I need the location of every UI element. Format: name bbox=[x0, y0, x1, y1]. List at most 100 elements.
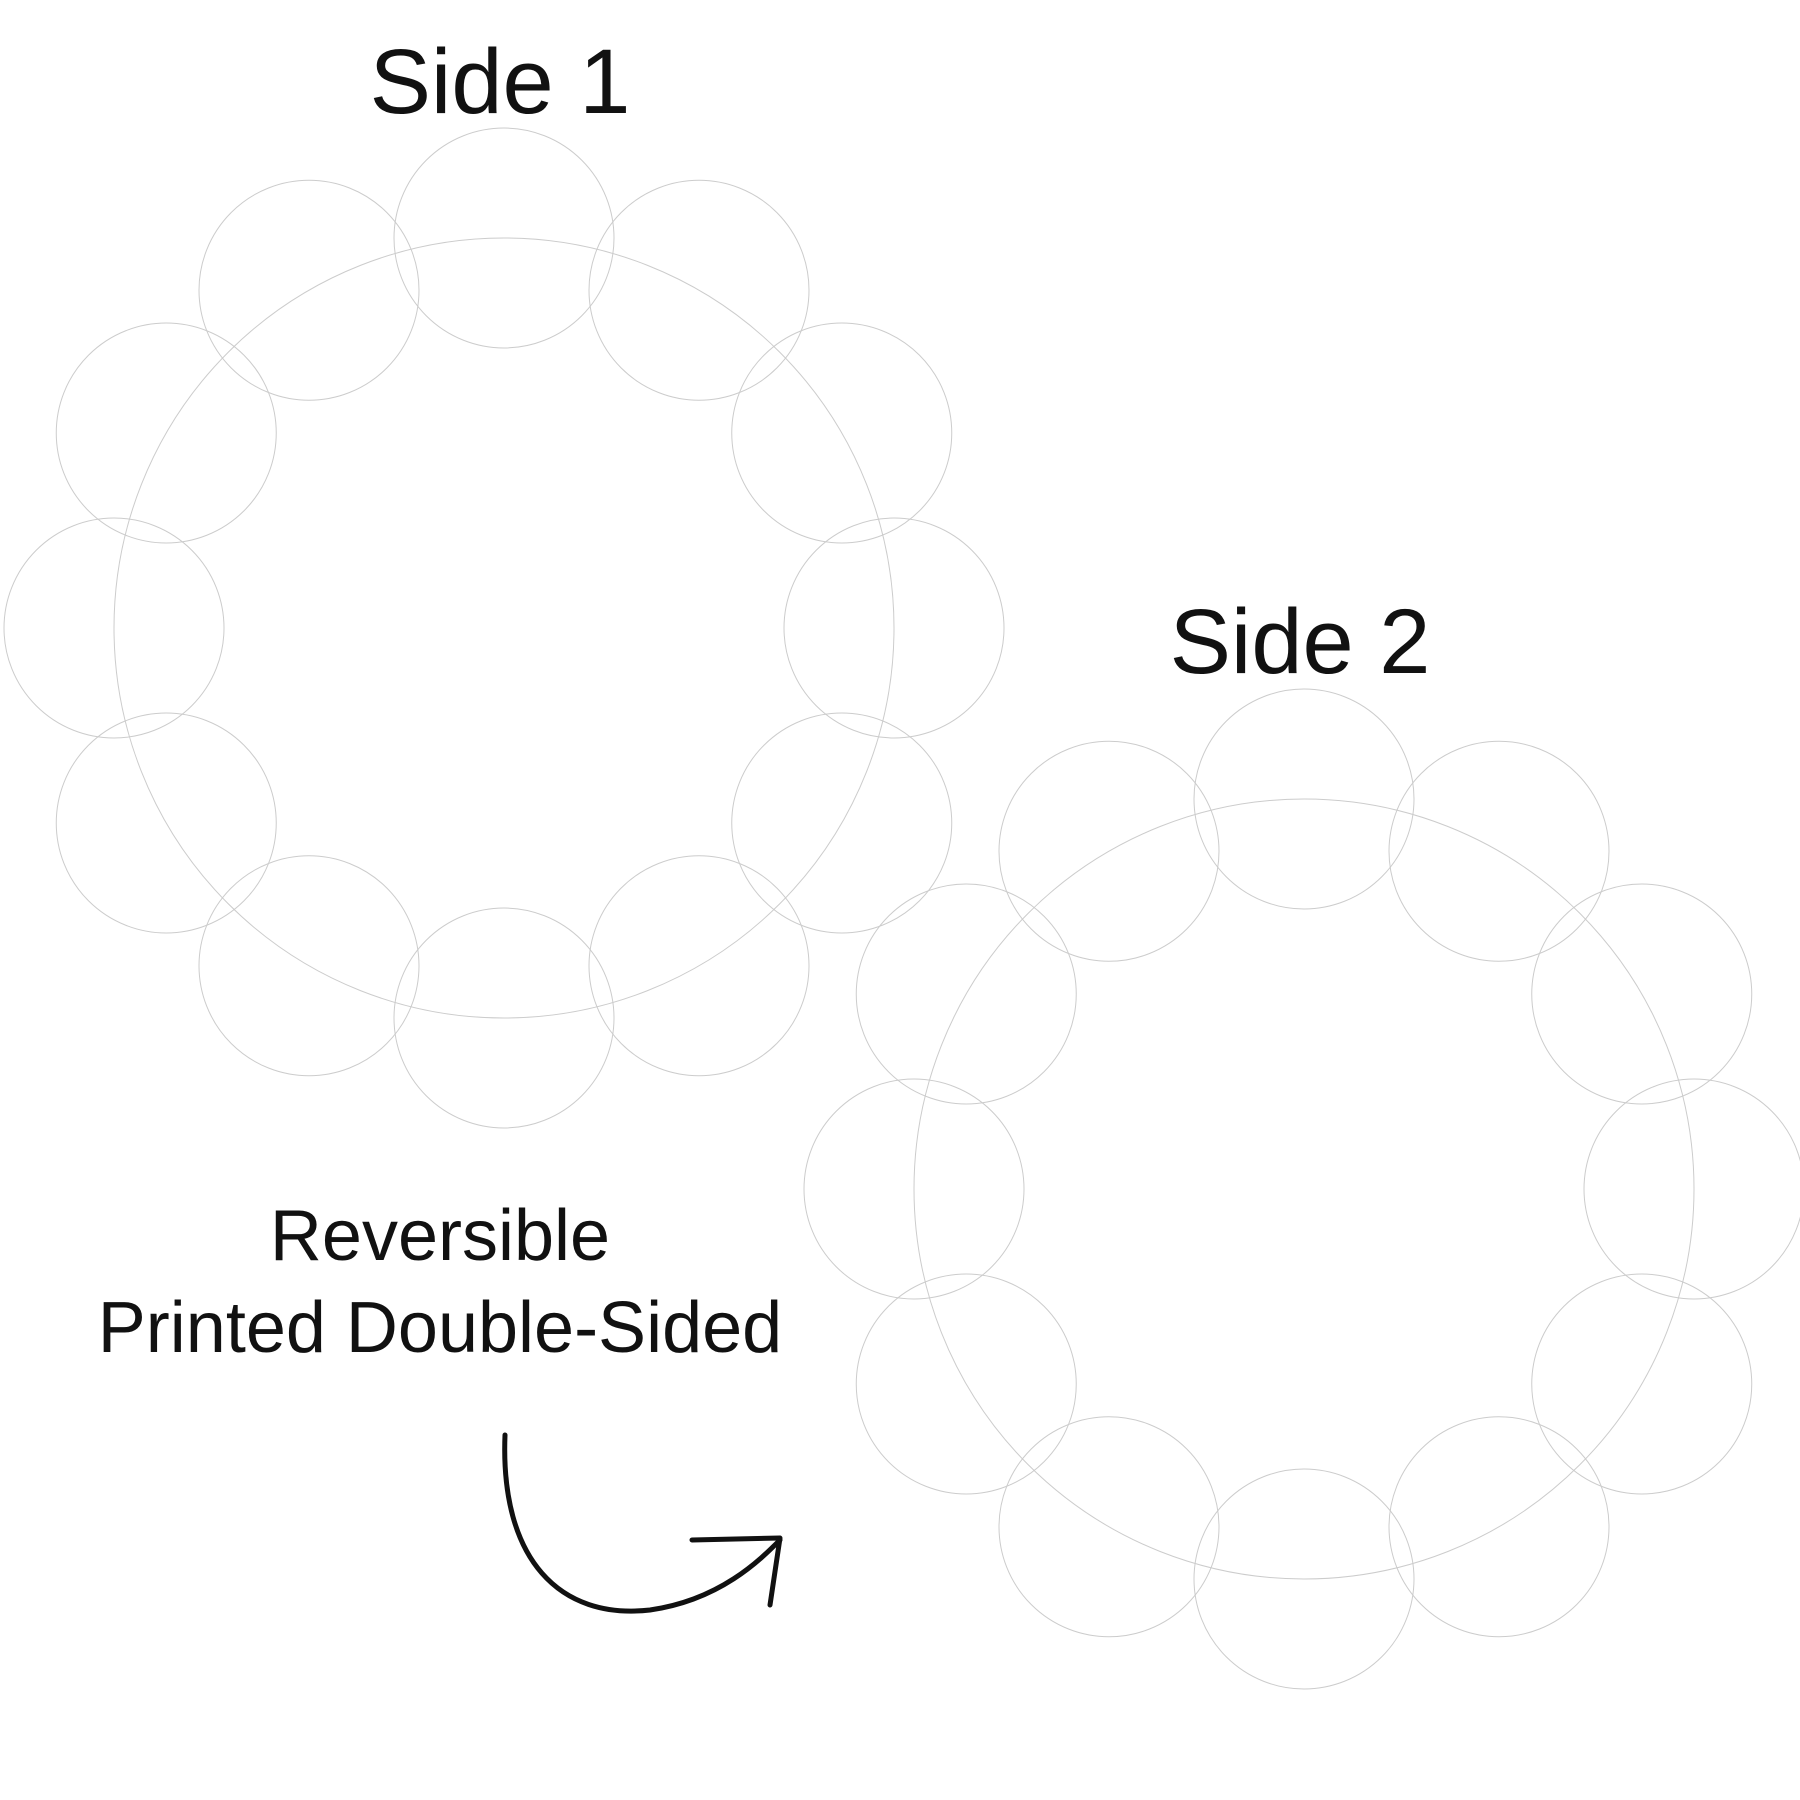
pumpkin-icon bbox=[914, 1340, 990, 1410]
pumpkin-icon bbox=[1478, 1027, 1542, 1083]
pumpkin-icon bbox=[1472, 1177, 1553, 1255]
pumpkin-icon bbox=[994, 1501, 1068, 1569]
pumpkin-icon bbox=[1597, 1585, 1664, 1644]
autumn-leaf-icon bbox=[670, 350, 762, 482]
pumpkin-icon bbox=[1510, 1259, 1587, 1331]
pumpkin-icon bbox=[1553, 1503, 1625, 1568]
reversible-caption: Reversible Printed Double-Sided bbox=[40, 1190, 840, 1374]
fern-branch-icon bbox=[782, 568, 827, 688]
disc-outline bbox=[3, 127, 1005, 1129]
pumpkin-icon bbox=[1073, 1339, 1150, 1411]
pumpkin-icon bbox=[1109, 1099, 1187, 1172]
fern-branch-icon bbox=[925, 1516, 975, 1563]
fern-branch-icon bbox=[1052, 1113, 1087, 1166]
autumn-leaf-icon bbox=[1768, 1585, 1800, 1654]
autumn-leaf-icon bbox=[1042, 1264, 1098, 1335]
fern-branch-icon bbox=[1404, 889, 1455, 911]
pumpkin-icon bbox=[1232, 1501, 1306, 1570]
fern-branch-icon bbox=[1725, 1211, 1775, 1230]
pumpkin-icon bbox=[912, 1018, 992, 1094]
pumpkin-icon bbox=[1556, 864, 1624, 925]
pumpkin-icon bbox=[1193, 779, 1270, 851]
autumn-leaf-icon bbox=[837, 1025, 903, 1094]
pumpkin-icon bbox=[1316, 704, 1385, 766]
autumn-leaf-icon bbox=[1394, 1030, 1465, 1090]
brand-mark: ©BIG DOT OF HAPPINESS® bbox=[1245, 1427, 1366, 1443]
pumpkin-icon bbox=[1673, 1100, 1749, 1171]
pumpkin-icon bbox=[1116, 1264, 1184, 1325]
pumpkin-icon bbox=[1438, 1587, 1503, 1644]
autumn-leaf-icon bbox=[876, 1118, 945, 1161]
pumpkin-icon bbox=[872, 1577, 952, 1653]
pumpkin-icon bbox=[1354, 1101, 1428, 1169]
pumpkin-icon bbox=[1752, 938, 1800, 1013]
autumn-leaf-icon bbox=[149, 561, 259, 695]
autumn-leaf-icon bbox=[1080, 864, 1140, 935]
autumn-leaf-icon bbox=[1677, 962, 1743, 997]
autumn-leaf-icon bbox=[1635, 875, 1706, 926]
caption-line-1: Reversible bbox=[269, 1196, 611, 1276]
pumpkin-icon bbox=[1636, 1345, 1704, 1405]
pumpkin-icon bbox=[1670, 1260, 1746, 1331]
autumn-leaf-icon bbox=[837, 1186, 904, 1255]
pumpkin-icon bbox=[1668, 1577, 1748, 1653]
pumpkin-icon bbox=[1279, 1588, 1342, 1643]
fern-branch-icon bbox=[792, 426, 882, 554]
pumpkin-icon bbox=[1233, 1339, 1311, 1412]
pumpkin-icon bbox=[1312, 1177, 1392, 1253]
pumpkin-icon bbox=[1107, 1417, 1188, 1495]
pumpkin-icon bbox=[1475, 1344, 1544, 1406]
pumpkin-icon bbox=[1434, 784, 1504, 847]
autumn-leaf-icon bbox=[1167, 1345, 1212, 1415]
pumpkin-icon bbox=[947, 1416, 1029, 1495]
pumpkin-icon bbox=[1514, 1101, 1589, 1170]
pumpkin-icon bbox=[1071, 1500, 1147, 1570]
pumpkin-icon bbox=[831, 1341, 906, 1410]
pumpkin-icon bbox=[1752, 1102, 1800, 1169]
autumn-leaf-icon bbox=[650, 796, 781, 885]
fern-branch-icon bbox=[1371, 1433, 1409, 1486]
fern-branch-icon bbox=[1523, 1600, 1576, 1639]
fern-branch-icon bbox=[1766, 1276, 1800, 1325]
fern-branch-icon bbox=[1258, 714, 1282, 766]
caption-line-2: Printed Double-Sided bbox=[97, 1288, 783, 1368]
autumn-leaf-icon bbox=[1555, 1358, 1624, 1402]
pumpkin-icon bbox=[1157, 1026, 1223, 1084]
autumn-leaf-icon bbox=[1556, 1186, 1623, 1254]
fern-branch-icon bbox=[843, 880, 896, 919]
side-2-label: Side 2 bbox=[1169, 591, 1431, 693]
fern-branch-icon bbox=[129, 426, 215, 554]
autumn-leaf-icon bbox=[1394, 1190, 1465, 1251]
autumn-leaf-icon bbox=[1635, 715, 1706, 764]
pumpkin-icon bbox=[917, 867, 982, 924]
pumpkin-icon bbox=[1307, 857, 1388, 935]
pumpkin-icon bbox=[1030, 940, 1106, 1011]
pumpkin-icon bbox=[874, 781, 949, 850]
pumpkin-icon bbox=[1710, 699, 1787, 771]
disc-background bbox=[804, 689, 1800, 1689]
fern-branch-icon bbox=[1580, 1035, 1600, 1086]
pumpkin-icon bbox=[992, 856, 1074, 935]
pumpkin-icon bbox=[1276, 1264, 1346, 1327]
pumpkin-icon bbox=[1593, 939, 1671, 1012]
pumpkin-icon bbox=[997, 706, 1063, 764]
autumn-leaf-icon bbox=[1077, 723, 1142, 757]
fern-branch-icon bbox=[1287, 795, 1333, 845]
side-1-label: Side 1 bbox=[369, 31, 631, 133]
autumn-leaf-icon bbox=[1318, 1524, 1383, 1557]
pumpkin-icon bbox=[788, 1098, 868, 1174]
pumpkin-icon bbox=[913, 1183, 985, 1248]
pumpkin-icon bbox=[1513, 942, 1585, 1008]
pumpkin-icon bbox=[1792, 1498, 1800, 1573]
autumn-leaf-icon bbox=[1195, 1427, 1265, 1492]
autumn-leaf-icon bbox=[1436, 1279, 1505, 1321]
curved-arrow-icon bbox=[502, 1432, 783, 1614]
fern-branch-icon bbox=[1445, 956, 1495, 1003]
pumpkin-icon bbox=[1468, 857, 1548, 933]
arrow-head-icon bbox=[689, 1535, 783, 1608]
autumn-leaf-icon bbox=[1278, 1105, 1341, 1175]
autumn-leaf-icon bbox=[1595, 1429, 1666, 1491]
autumn-leaf-icon bbox=[1130, 946, 1170, 1014]
autumn-leaf-icon bbox=[1014, 1348, 1047, 1413]
svg-text:©BIG DOT OF HAPPINESS®: ©BIG DOT OF HAPPINESS® bbox=[1245, 1431, 1366, 1441]
